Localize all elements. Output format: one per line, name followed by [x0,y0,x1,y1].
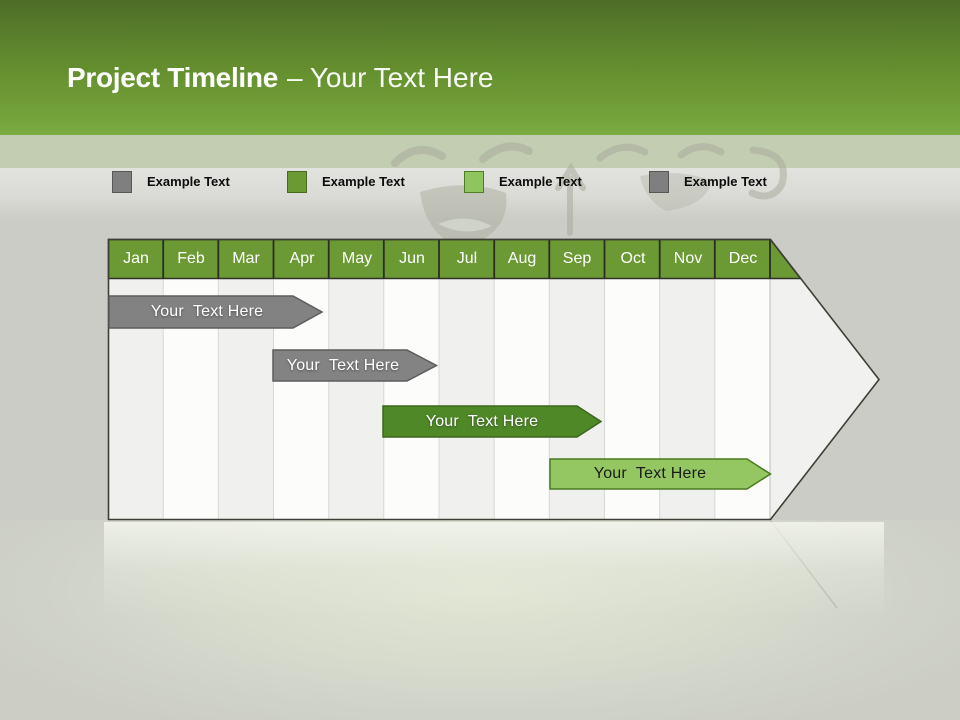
month-header-mar: Mar [232,250,260,267]
month-header-jun: Jun [399,250,425,267]
month-header-jul: Jul [456,250,478,267]
legend-label: Example Text [499,174,582,189]
legend-label: Example Text [147,174,230,189]
legend-swatch-gray [649,171,669,193]
task-bar-1-label: Your Text Here [150,303,264,320]
month-header-sep: Sep [562,250,592,267]
task-bar-4-label: Your Text Here [593,465,707,482]
task-bar-1-shape [108,295,324,329]
table-reflection [104,522,884,617]
legend-swatch-gray [112,171,132,193]
timeline-arrow-outline [107,238,881,521]
month-header-apr: Apr [289,250,315,267]
month-header-feb: Feb [177,250,205,267]
month-header-oct: Oct [620,250,646,267]
month-header-nov: Nov [673,250,703,267]
month-header-may: May [341,250,373,267]
task-bar-3-shape [382,405,603,438]
task-bar-4-shape [549,458,772,490]
month-header-dec: Dec [728,250,758,267]
task-bar-2-shape [272,349,439,382]
header-green-band [0,0,960,135]
page-title: Project Timeline – Your Text Here [67,61,494,95]
arrow-tip-region [770,278,879,520]
legend-label: Example Text [322,174,405,189]
title-light: – Your Text Here [286,62,494,93]
legend-label: Example Text [684,174,767,189]
month-header-aug: Aug [507,250,537,267]
legend-swatch-dark-green [287,171,307,193]
legend-swatch-light-green [464,171,484,193]
task-bar-2-label: Your Text Here [286,356,400,374]
task-bar-3-label: Your Text Here [425,412,539,430]
month-header-separators [162,240,771,278]
month-header-jan: Jan [123,250,149,267]
title-bold: Project Timeline [67,62,278,93]
